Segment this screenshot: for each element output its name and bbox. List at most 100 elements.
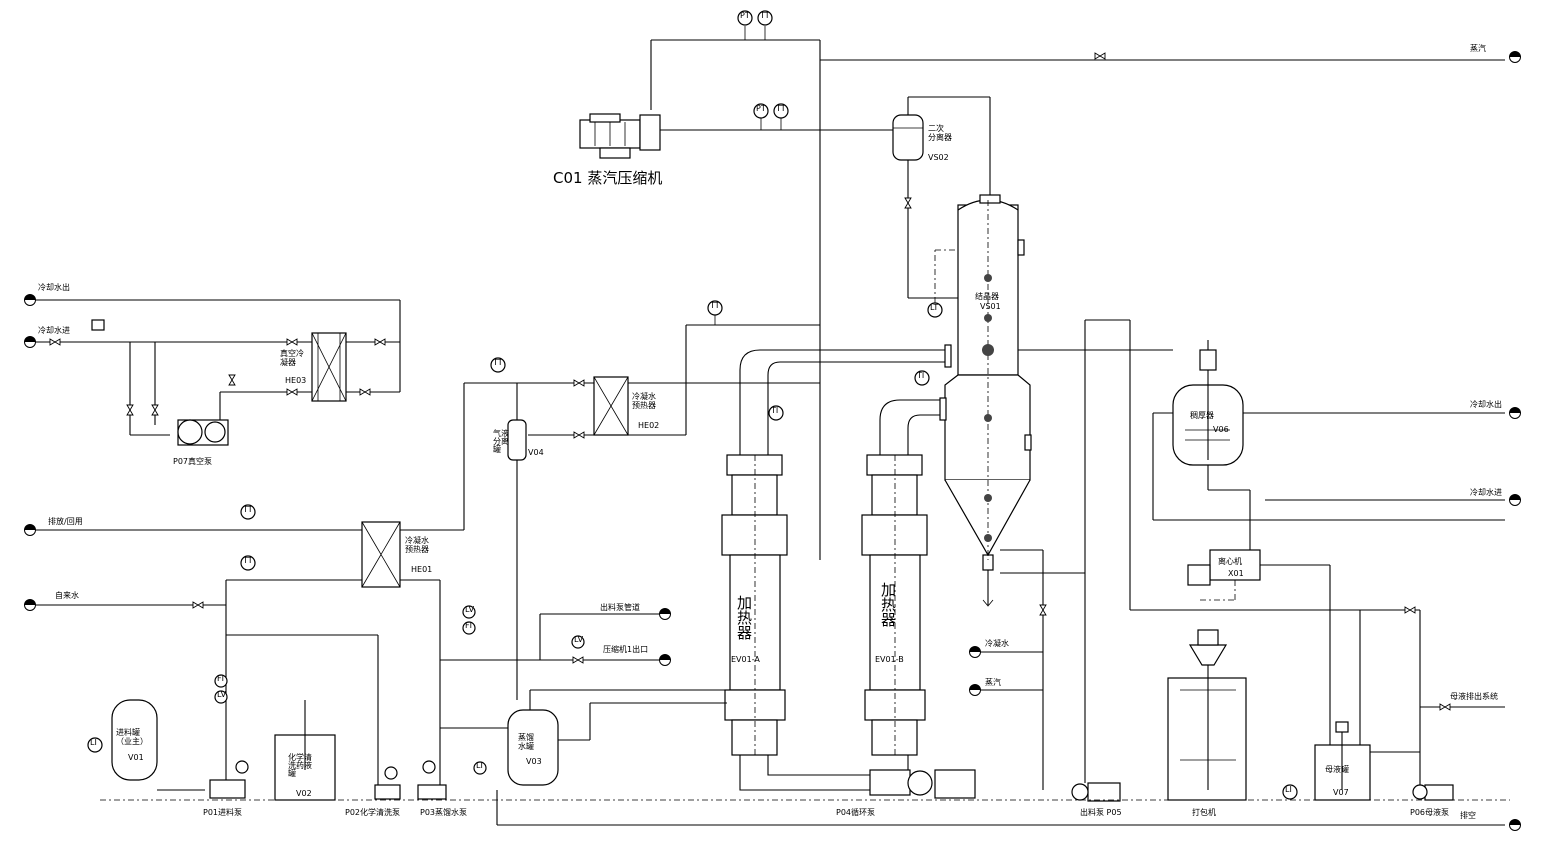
svg-text:LI: LI	[476, 761, 483, 770]
tank-v01: 进料罐（业主） V01	[111, 699, 205, 791]
ev01a-name: 加热器	[735, 595, 753, 640]
svg-text:LV: LV	[574, 635, 584, 644]
v02-name: 化学清洗药液罐	[288, 752, 312, 778]
v06-name: 稠厚器	[1190, 411, 1214, 420]
svg-text:FI: FI	[465, 621, 472, 630]
svg-text:FI: FI	[217, 674, 224, 683]
svg-text:LT: LT	[930, 303, 938, 312]
svg-text:TT: TT	[242, 556, 253, 565]
v07-tag: V07	[1333, 788, 1349, 797]
steam-inlet-label: 蒸汽	[1470, 43, 1486, 53]
pump-p02: P02化学清洗泵	[345, 766, 401, 817]
svg-text:LI: LI	[1285, 785, 1292, 794]
vapor-pipe	[739, 344, 952, 455]
cw-in-right-label: 冷却水进	[1470, 487, 1502, 497]
vs02-name: 二次分离器	[928, 123, 952, 142]
preheater-he02: 冷凝水预热器 HE02	[463, 324, 820, 530]
tank-v07: 母液罐 V07 母液排出系统	[1130, 606, 1505, 801]
v01-name: 进料罐（业主）	[116, 727, 148, 746]
compressor-c01	[579, 113, 820, 159]
pt-mid-instrument: PT	[753, 103, 769, 119]
ti-vs01-instrument: TI	[914, 370, 930, 386]
v02-tag: V02	[296, 789, 312, 798]
tank-v03: 蒸馏水罐 V03	[440, 689, 727, 786]
tap-water-label: 自来水	[55, 590, 79, 600]
discharge-label: 排放/回用	[48, 516, 83, 526]
lt-vs01-instrument: LT	[927, 249, 958, 318]
svg-text:TT: TT	[492, 358, 503, 367]
pump-p05: 出料泵 P05	[1071, 319, 1131, 817]
cw-out-right-label: 冷却水出	[1470, 399, 1502, 409]
vs01-name: 结晶器	[975, 291, 999, 301]
ev01b-name: 加热器	[879, 582, 897, 627]
v07-name: 母液罐	[1325, 764, 1349, 774]
tt-top-instrument: TT	[757, 10, 773, 26]
condensate-label: 冷凝水	[985, 638, 1009, 648]
li-v01-instrument: LI	[87, 737, 103, 753]
vs01-tag: VS01	[980, 302, 1001, 311]
p01-label: P01进料泵	[203, 807, 242, 817]
svg-text:TT: TT	[759, 11, 770, 20]
svg-text:LV: LV	[217, 690, 227, 699]
pump-p06: P06母液泵	[1410, 784, 1454, 817]
v06-tag: V06	[1213, 425, 1229, 434]
svg-text:LI: LI	[90, 738, 97, 747]
svg-text:TT: TT	[775, 104, 786, 113]
outlet-lines: 出料泵管道 压缩机1出口	[440, 602, 671, 666]
he02-name: 冷凝水预热器	[632, 391, 656, 410]
p03-label: P03蒸馏水泵	[420, 807, 467, 817]
li-v07-instrument: LI	[1282, 784, 1298, 800]
steam-inlet-terminal	[1509, 51, 1521, 63]
svg-text:TI: TI	[770, 406, 778, 415]
p06-label: P06母液泵	[1410, 807, 1449, 817]
pump-p03: P03蒸馏水泵	[417, 760, 467, 817]
svg-text:PT: PT	[756, 104, 766, 113]
he03-name: 真空冷凝器	[280, 348, 304, 367]
x01-name: 离心机	[1218, 556, 1242, 566]
tt-v04-instrument: TT	[490, 357, 506, 373]
vacuum-pump-p07: P07真空泵	[173, 419, 229, 466]
v03-tag: V03	[526, 757, 542, 766]
vs02-tag: VS02	[928, 153, 949, 162]
mother-liquor-out-label: 母液排出系统	[1450, 691, 1498, 701]
ev01a-tag: EV01-A	[731, 655, 760, 664]
x01-tag: X01	[1228, 569, 1244, 578]
cw-out-left-label: 冷却水出	[38, 282, 70, 292]
condensate-steam-lines: 冷凝水 蒸汽	[969, 549, 1085, 790]
tt-mid-instrument: TT	[773, 103, 789, 119]
discharge-pipe-label: 出料泵管道	[600, 602, 640, 612]
p05-label: 出料泵 P05	[1080, 807, 1122, 817]
pt-top-instrument: PT	[737, 10, 753, 26]
packing-machine: 打包机	[1167, 629, 1247, 817]
thickener-v06: 稠厚器 V06 冷却水出 冷却水进	[1018, 340, 1521, 550]
packer-label: 打包机	[1192, 807, 1216, 817]
p07-label: P07真空泵	[173, 456, 212, 466]
compressor-outlet-label: 压缩机1出口	[603, 644, 648, 654]
steam-lower-label: 蒸汽	[985, 677, 1001, 687]
v01-tag: V01	[128, 753, 144, 762]
condenser-he03: 真空冷凝器 HE03	[280, 332, 347, 402]
tank-v02: 化学清洗药液罐 V02	[274, 700, 336, 801]
cw-in-left-label: 冷却水进	[38, 325, 70, 335]
heater-ev01b: 加热器 EV01-B	[861, 454, 928, 756]
tt-tap-instrument: TT	[240, 555, 256, 571]
lv-c-instrument: LV	[571, 635, 585, 649]
tt-he01-instrument: TT	[240, 504, 256, 520]
separator-vs02: 二次分离器 VS02	[820, 96, 991, 299]
svg-text:LV: LV	[465, 605, 475, 614]
he03-tag: HE03	[285, 376, 306, 385]
v03-name: 蒸馏水罐	[518, 732, 534, 751]
preheater-he01: 冷凝水预热器 HE01 排放/回用	[24, 516, 464, 790]
ti-ev-instrument: TI	[768, 405, 784, 421]
svg-text:TT: TT	[242, 505, 253, 514]
heater-ev01a: 加热器 EV01-A	[721, 454, 870, 791]
fi-lv-instruments-a: FI LV	[214, 674, 228, 704]
v04-tag: V04	[528, 448, 544, 457]
ev01b-tag: EV01-B	[875, 655, 904, 664]
he01-tag: HE01	[411, 565, 432, 574]
svg-text:TI: TI	[916, 371, 924, 380]
tt-he02-instrument: TT	[707, 300, 723, 325]
fi-lv-instruments-b: LV FI	[462, 605, 476, 635]
v04-name: 气液分离罐	[493, 428, 509, 454]
